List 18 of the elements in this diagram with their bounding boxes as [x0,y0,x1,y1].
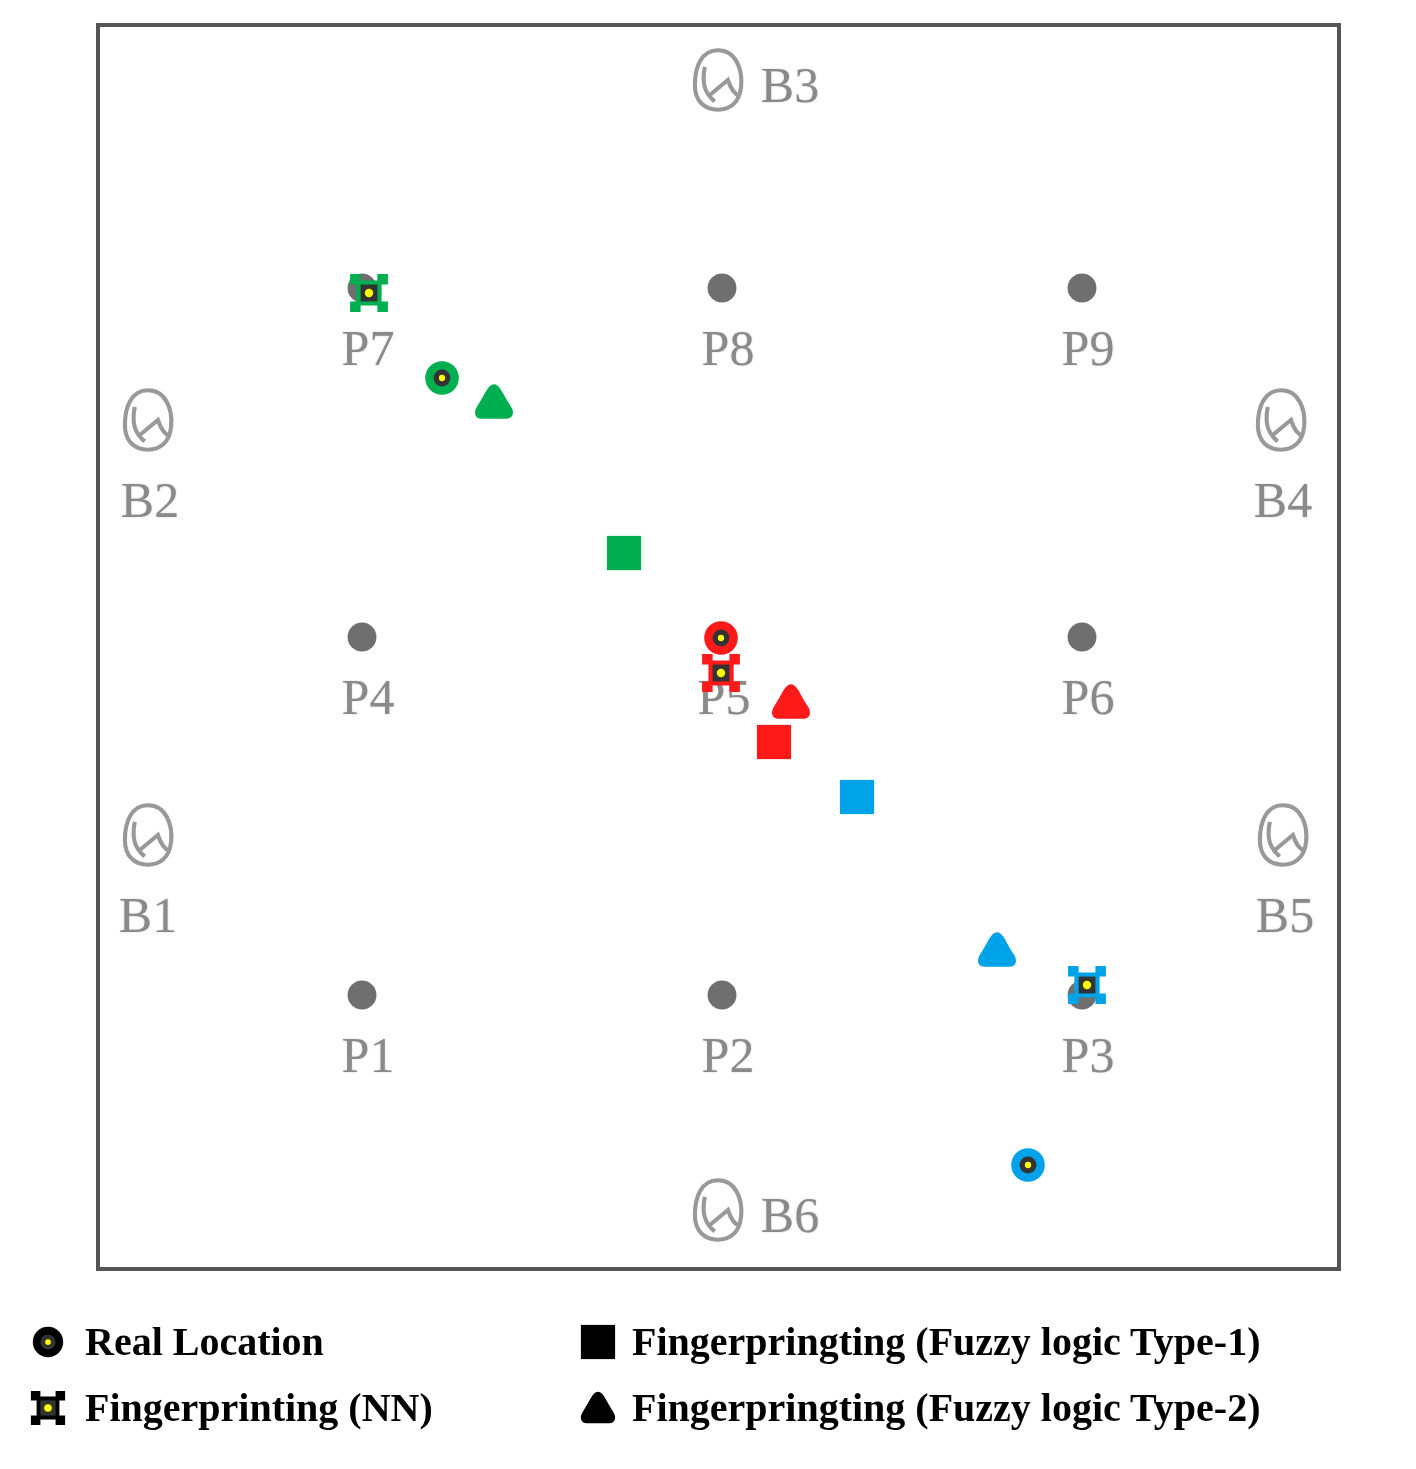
point-label: P7 [341,323,395,373]
beacon-label: B6 [760,1190,820,1240]
beacon-label: B5 [1255,890,1315,940]
beacon-label: B1 [118,890,178,940]
legend-label: Real Location [85,1322,324,1362]
legend-label: Fingerprinting (NN) [85,1388,433,1428]
beacon-label: B3 [760,60,820,110]
point-label: P6 [1061,672,1115,722]
point-label: P8 [701,323,755,373]
beacon-label: B2 [120,475,180,525]
point-label: P9 [1061,323,1115,373]
point-label: P4 [341,672,395,722]
point-label: P1 [341,1030,395,1080]
point-label: P2 [701,1030,755,1080]
beacon-label: B4 [1253,475,1313,525]
point-label: P3 [1061,1030,1115,1080]
legend-label: Fingerpringting (Fuzzy logic Type-1) [632,1322,1261,1362]
legend-label: Fingerpringting (Fuzzy logic Type-2) [632,1388,1261,1428]
